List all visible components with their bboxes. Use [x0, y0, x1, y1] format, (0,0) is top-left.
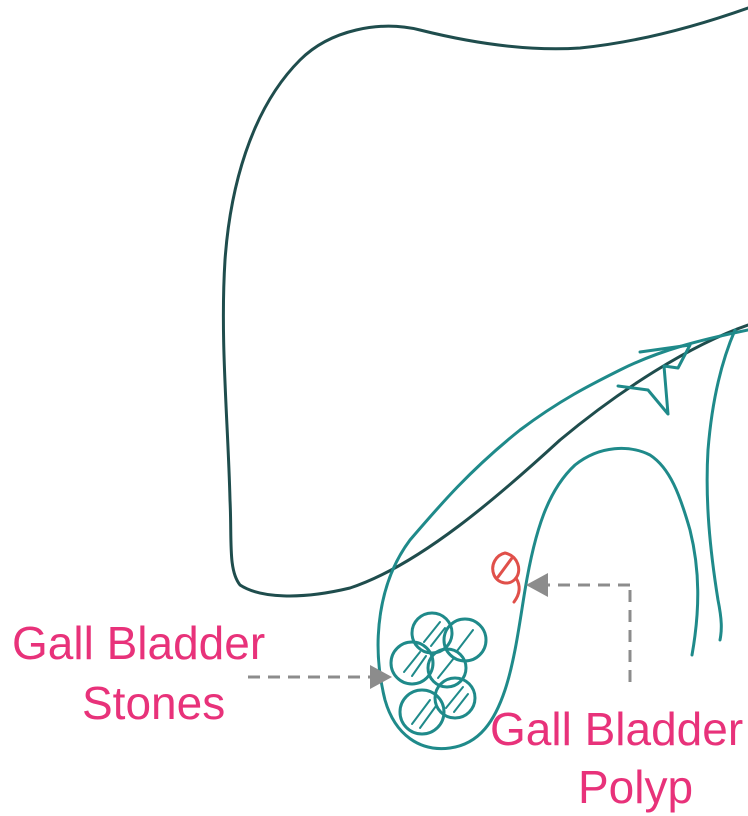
stone-hatching	[404, 622, 473, 728]
liver-outline	[223, 8, 748, 596]
stones-label-line1: Gall Bladder	[12, 620, 265, 666]
gallbladder-outline	[378, 330, 748, 749]
polyp-label-line2: Polyp	[578, 764, 693, 810]
stones-arrow	[248, 665, 392, 689]
polyp-icon	[493, 553, 519, 602]
polyp-arrow	[526, 573, 630, 682]
bile-duct-outline	[707, 330, 735, 640]
polyp-label-line1: Gall Bladder	[490, 706, 743, 752]
stones-label-line2: Stones	[82, 680, 225, 726]
